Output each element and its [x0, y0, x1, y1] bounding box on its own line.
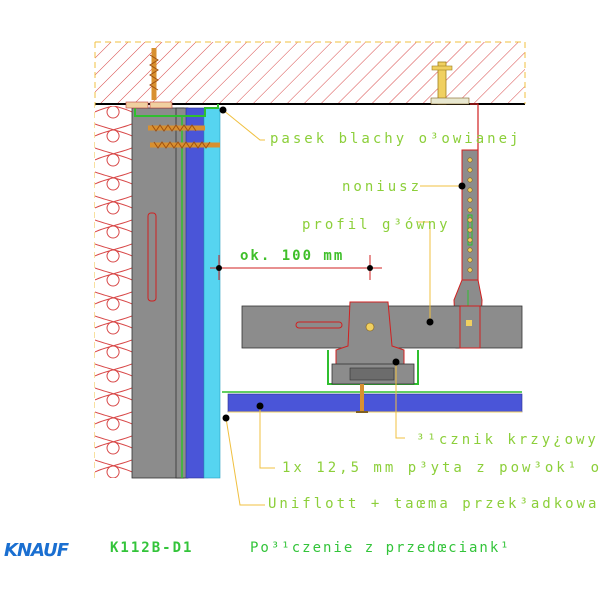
drawing-code: K112B-D1	[110, 540, 193, 556]
label-uniflott: Uniflott + taœma przek³adkowa	[268, 496, 599, 512]
label-noniusz: noniusz	[342, 179, 422, 195]
plasterboard-layer	[185, 107, 205, 479]
label-dimension: ok. 100 mm	[240, 248, 344, 264]
label-lead-strip: pasek blachy o³owianej	[270, 131, 521, 147]
drawing-title: Po³¹czenie z przedœciank¹	[250, 540, 511, 556]
screw-horizontal-2	[150, 141, 220, 149]
knauf-logo: KNAUF	[4, 540, 70, 561]
ceiling-screw	[356, 384, 368, 413]
label-main-profile: profil g³ówny	[302, 217, 451, 233]
dimension-line	[210, 255, 382, 280]
ceiling-anchor	[430, 61, 470, 105]
stud-profile-outer	[131, 107, 185, 479]
stud-slot	[147, 212, 157, 302]
insulation-layer	[95, 106, 132, 478]
cross-connector	[327, 301, 419, 385]
screw-horizontal-1	[148, 124, 205, 132]
anchor-screw-left	[149, 48, 159, 100]
leader-points	[219, 106, 466, 422]
label-lead-board: 1x 12,5 mm p³yta z pow³ok¹ o³owian¹	[282, 460, 600, 476]
label-cross-connector: ³¹cznik krzy¿owy	[416, 432, 599, 448]
ceiling-board	[222, 391, 523, 413]
lead-strip	[134, 104, 219, 117]
lead-sheet-layer	[203, 107, 221, 479]
leader-lines	[222, 109, 462, 506]
